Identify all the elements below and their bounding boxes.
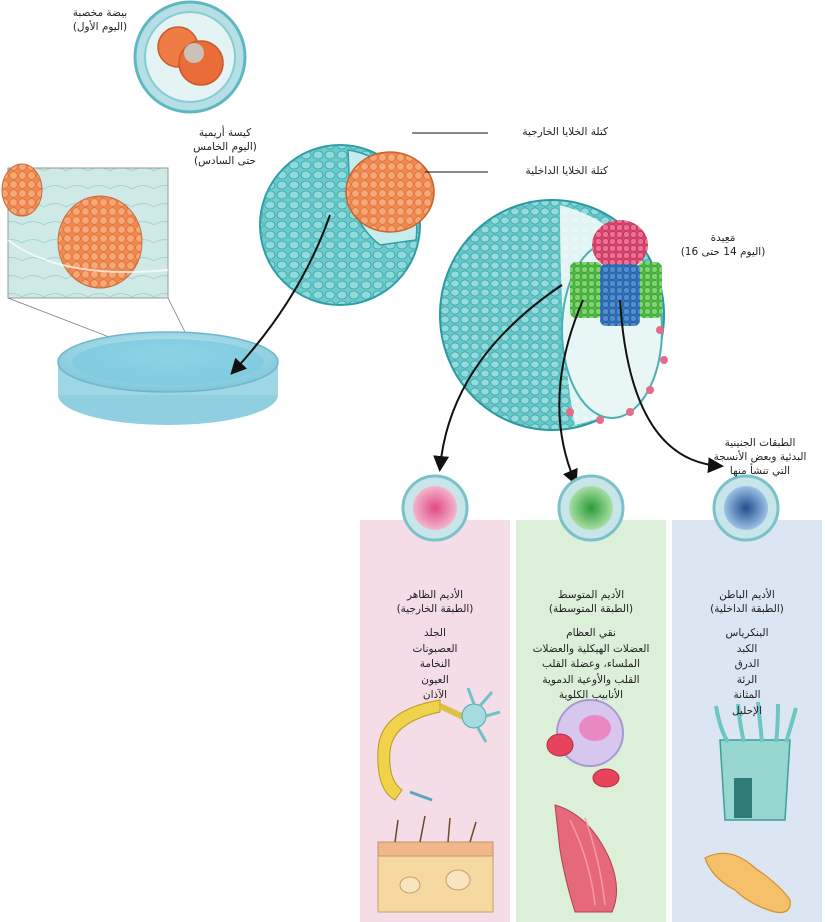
endoderm-column: الأديم الباطن (الطبقة الداخلية) البنكريا…	[672, 520, 822, 922]
list-item: الكبد	[672, 642, 822, 658]
petri-dish	[58, 332, 278, 425]
ectoderm-title: الأديم الظاهر (الطبقة الخارجية)	[360, 588, 510, 616]
ectoderm-column: الأديم الظاهر (الطبقة الخارجية) الجلد ال…	[360, 520, 510, 922]
mesoderm-list: نقي العظام العضلات الهيكلية والعضلات الم…	[516, 626, 666, 704]
gastrula-label: مَعِيدة (اليوم 14 حتى 16)	[668, 231, 778, 259]
list-item: الجلد	[360, 626, 510, 642]
ectoderm-list: الجلد العصبونات النخامة العيون الآذان	[360, 626, 510, 704]
list-item: المثانة	[672, 688, 822, 704]
zygote-cell	[135, 2, 245, 112]
outer-cell-mass-label: كتلة الخلايا الخارجية	[488, 125, 608, 139]
germ-layers-label: الطبقات الجنينية البدئية وبعض الأنسجة ال…	[700, 436, 820, 478]
list-item: الآذان	[360, 688, 510, 704]
inner-cell-mass-label: كتلة الخلايا الداخلية	[488, 164, 608, 178]
endoderm-title: الأديم الباطن (الطبقة الداخلية)	[672, 588, 822, 616]
endoderm-list: البنكرياس الكبد الدرق الرئة المثانة الإح…	[672, 626, 822, 719]
mesoderm-title: الأديم المتوسط (الطبقة المتوسطة)	[516, 588, 666, 616]
list-item: الأنابيب الكلوية	[516, 688, 666, 704]
list-item: النخامة	[360, 657, 510, 673]
gastrula	[440, 200, 668, 430]
list-item: العضلات الهيكلية والعضلات	[516, 642, 666, 658]
zygote-label: بيضة مخصبة (اليوم الأول)	[52, 6, 148, 34]
list-item: القلب والأوعية الدموية	[516, 673, 666, 689]
list-item: الدرق	[672, 657, 822, 673]
mesoderm-column: الأديم المتوسط (الطبقة المتوسطة) نقي الع…	[516, 520, 666, 922]
blastocyst-label: كيسة أريمية (اليوم الخامس حتى السادس)	[185, 126, 265, 168]
list-item: الإحليل	[672, 704, 822, 720]
list-item: نقي العظام	[516, 626, 666, 642]
list-item: العيون	[360, 673, 510, 689]
list-item: الرئة	[672, 673, 822, 689]
list-item: العصبونات	[360, 642, 510, 658]
list-item: البنكرياس	[672, 626, 822, 642]
blastocyst	[260, 145, 434, 305]
list-item: الملساء، وعضلة القلب	[516, 657, 666, 673]
